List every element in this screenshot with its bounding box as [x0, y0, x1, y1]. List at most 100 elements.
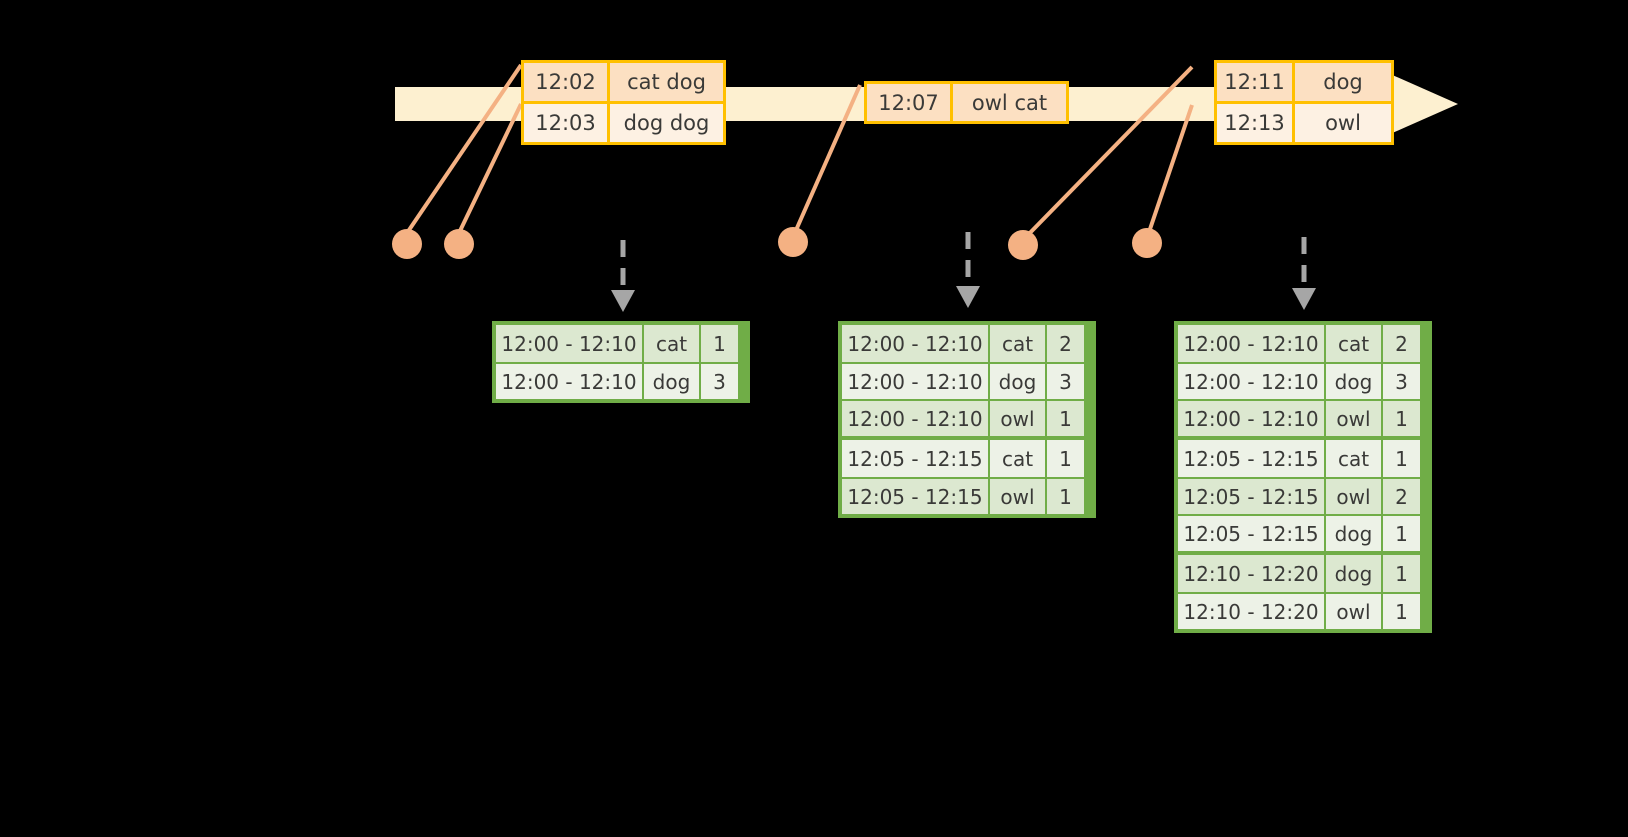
- cell-word: owl: [1326, 401, 1383, 436]
- cell-count: 3: [701, 364, 738, 399]
- cell-count: 1: [1047, 401, 1084, 436]
- cell-word: cat: [1326, 325, 1383, 362]
- event-words: owl cat: [953, 84, 1066, 121]
- cell-count: 1: [1047, 479, 1084, 514]
- connector-line-1: [405, 63, 523, 235]
- cell-window: 12:10 - 12:20: [1178, 555, 1326, 592]
- cell-word: dog: [990, 364, 1047, 399]
- cell-window: 12:00 - 12:10: [1178, 325, 1326, 362]
- event-row: 12:02 cat dog: [524, 63, 723, 101]
- cell-count: 2: [1383, 325, 1420, 362]
- event-row: 12:03 dog dog: [524, 101, 723, 142]
- cell-window: 12:10 - 12:20: [1178, 594, 1326, 629]
- cell-word: owl: [1326, 594, 1383, 629]
- cell-window: 12:05 - 12:15: [1178, 479, 1326, 514]
- event-dot-2: [444, 229, 474, 259]
- cell-window: 12:00 - 12:10: [842, 401, 990, 436]
- cell-count: 1: [1047, 440, 1084, 477]
- event-dot-5: [1132, 228, 1162, 258]
- cell-word: dog: [644, 364, 701, 399]
- cell-count: 1: [1383, 440, 1420, 477]
- event-time: 12:13: [1217, 104, 1295, 142]
- cell-count: 3: [1047, 364, 1084, 399]
- down-arrow-3: [1292, 237, 1316, 310]
- event-dot-4: [1008, 230, 1038, 260]
- event-words: dog: [1295, 63, 1391, 101]
- down-arrow-2: [956, 232, 980, 308]
- event-words: dog dog: [610, 104, 723, 142]
- event-time: 12:07: [867, 84, 953, 121]
- cell-window: 12:05 - 12:15: [1178, 516, 1326, 551]
- cell-word: dog: [1326, 364, 1383, 399]
- event-box-3[interactable]: 12:11 dog 12:13 owl: [1214, 60, 1394, 145]
- cell-count: 1: [1383, 594, 1420, 629]
- event-dot-3: [778, 227, 808, 257]
- cell-window: 12:00 - 12:10: [496, 364, 644, 399]
- cell-word: owl: [1326, 479, 1383, 514]
- cell-word: owl: [990, 401, 1047, 436]
- connector-line-3: [791, 84, 862, 238]
- event-time: 12:03: [524, 104, 610, 142]
- event-box-2[interactable]: 12:07 owl cat: [864, 81, 1069, 124]
- event-time: 12:02: [524, 63, 610, 101]
- event-time: 12:11: [1217, 63, 1295, 101]
- event-dot-1: [392, 229, 422, 259]
- event-words: cat dog: [610, 63, 723, 101]
- cell-word: cat: [990, 440, 1047, 477]
- cell-count: 3: [1383, 364, 1420, 399]
- cell-count: 2: [1047, 325, 1084, 362]
- connector-line-2: [457, 103, 523, 234]
- event-words: owl: [1295, 104, 1391, 142]
- event-box-1[interactable]: 12:02 cat dog 12:03 dog dog: [521, 60, 726, 145]
- cell-word: cat: [990, 325, 1047, 362]
- cell-window: 12:00 - 12:10: [1178, 364, 1326, 399]
- cell-word: dog: [1326, 516, 1383, 551]
- cell-window: 12:05 - 12:15: [842, 440, 990, 477]
- cell-word: owl: [990, 479, 1047, 514]
- down-arrow-1: [611, 240, 635, 312]
- event-row: 12:13 owl: [1217, 101, 1391, 142]
- cell-window: 12:00 - 12:10: [1178, 401, 1326, 436]
- cell-count: 1: [1383, 555, 1420, 592]
- event-row: 12:07 owl cat: [867, 84, 1066, 121]
- cell-window: 12:05 - 12:15: [1178, 440, 1326, 477]
- cell-word: dog: [1326, 555, 1383, 592]
- cell-count: 1: [1383, 516, 1420, 551]
- cell-count: 2: [1383, 479, 1420, 514]
- connector-line-4: [1021, 65, 1194, 242]
- cell-word: cat: [1326, 440, 1383, 477]
- connector-line-5: [1145, 104, 1194, 239]
- cell-count: 1: [701, 325, 738, 362]
- cell-word: cat: [644, 325, 701, 362]
- cell-window: 12:00 - 12:10: [842, 325, 990, 362]
- cell-window: 12:00 - 12:10: [842, 364, 990, 399]
- cell-count: 1: [1383, 401, 1420, 436]
- cell-window: 12:00 - 12:10: [496, 325, 644, 362]
- timeline-graphics: [392, 63, 1458, 260]
